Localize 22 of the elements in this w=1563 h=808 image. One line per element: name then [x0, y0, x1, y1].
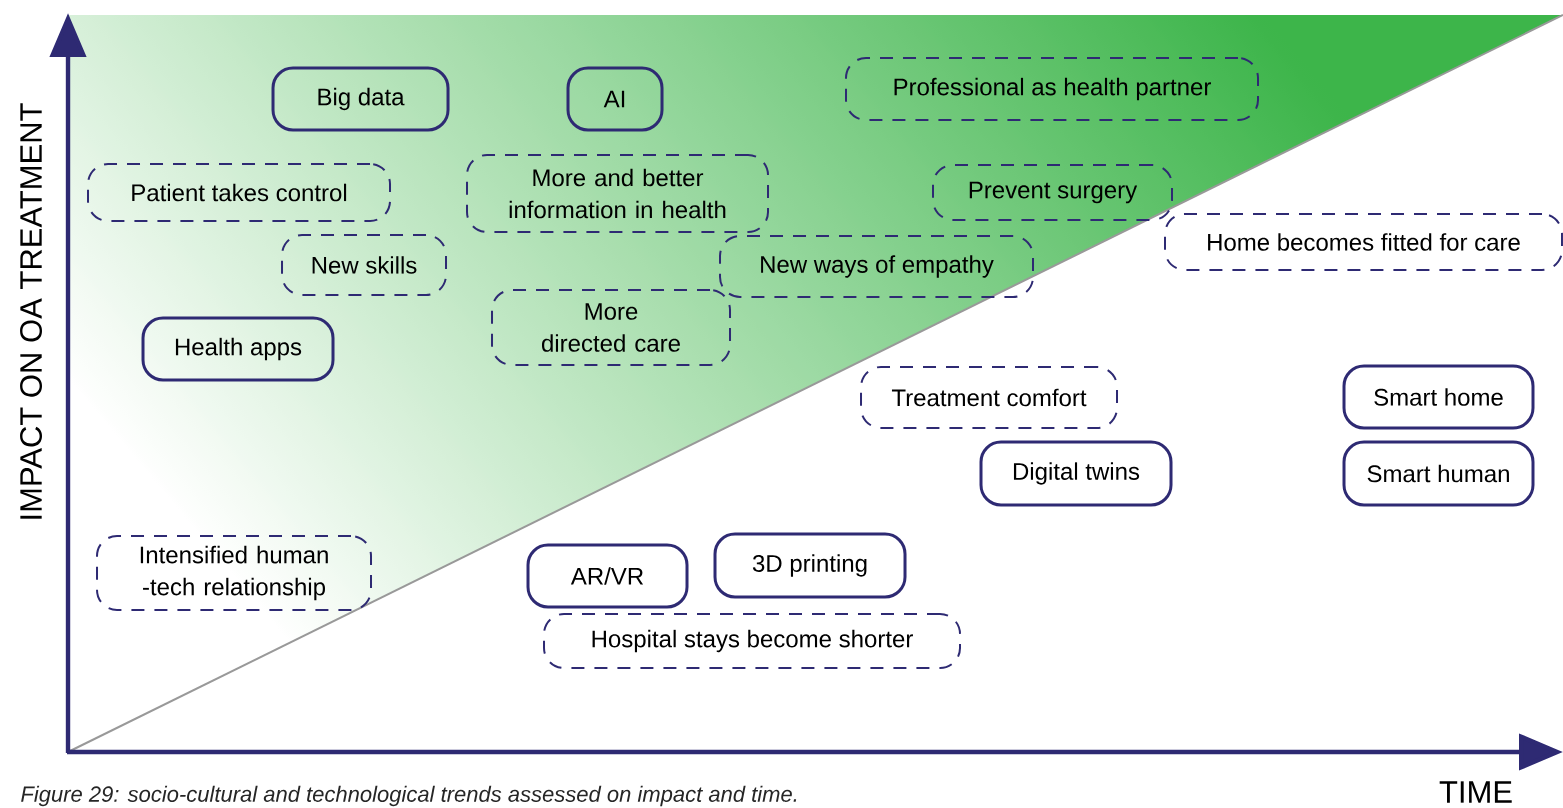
dashed-box: More directed care [491, 289, 731, 366]
rounded-box: Smart human [1342, 440, 1535, 507]
dashed-box: Professional as health partner [845, 57, 1259, 121]
dashed-box: New ways of empathy [719, 235, 1034, 298]
rounded-box: Big data [271, 66, 450, 132]
rounded-box: 3D printing [713, 532, 907, 599]
rounded-box: Digital twins [979, 440, 1173, 507]
axis-label: TIME [1439, 781, 1512, 803]
caption: Figure 29: socio-cultural and technological trends assessed on impact and time. [21, 785, 797, 807]
rounded-box: AI [566, 66, 664, 132]
dashed-box: Patient takes control [87, 163, 391, 222]
rounded-box: Health apps [141, 316, 335, 382]
dashed-box: More and better information in health [466, 154, 769, 233]
dashed-box: Intensified human -tech relationship [96, 535, 372, 611]
dashed-box: Prevent surgery [932, 164, 1173, 221]
dashed-box: New skills [281, 234, 447, 296]
dashed-box: Hospital stays become shorter [543, 613, 961, 669]
dashed-box: Treatment comfort [860, 366, 1118, 429]
rounded-box: Smart home [1342, 364, 1535, 430]
axis-label: IMPACT ON OA TREATMENT [20, 103, 42, 519]
dashed-box: Home becomes fitted for care [1164, 213, 1563, 271]
rounded-box: AR/VR [526, 543, 689, 609]
